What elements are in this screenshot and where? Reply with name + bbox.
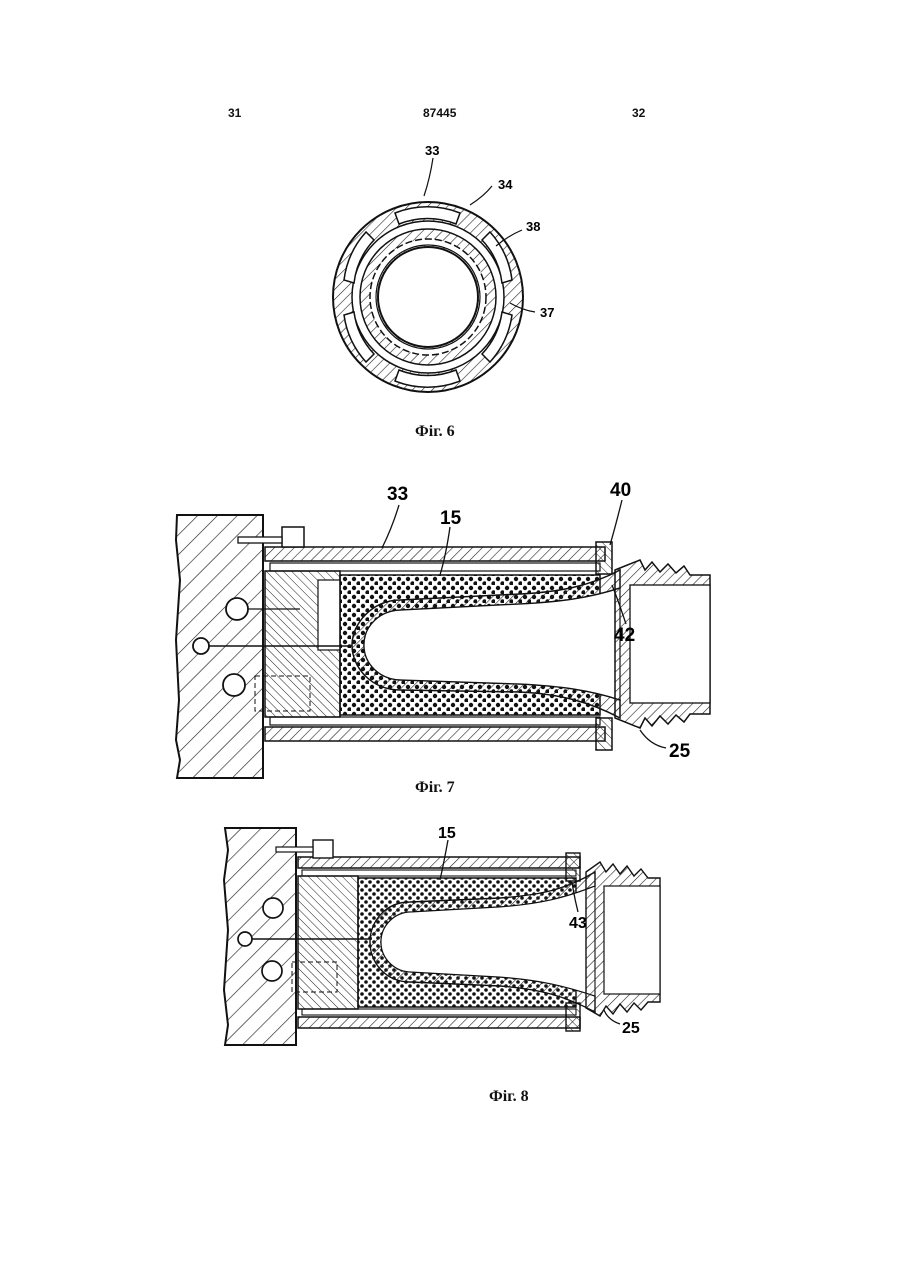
fig6-label-38: 38 — [526, 219, 540, 234]
fig7-label-33: 33 — [387, 484, 408, 505]
figure-7-caption: Фіг. 7 — [415, 779, 455, 797]
figure-6-drawing — [333, 158, 535, 392]
fig6-label-37: 37 — [540, 305, 554, 320]
fig7-label-42: 42 — [614, 625, 635, 646]
figure-8-caption: Фіг. 8 — [489, 1088, 529, 1106]
fig8-label-43: 43 — [569, 915, 587, 932]
fig7-label-15: 15 — [440, 508, 462, 529]
fig8-label-25: 25 — [622, 1020, 640, 1037]
fig7-label-25: 25 — [669, 741, 691, 762]
figure-8-drawing — [224, 828, 660, 1045]
fig8-label-15: 15 — [438, 825, 456, 842]
figure-6-caption: Фіг. 6 — [415, 423, 455, 441]
fig7-label-40: 40 — [610, 480, 631, 501]
fig6-label-33: 33 — [425, 143, 439, 158]
fig6-label-34: 34 — [498, 177, 513, 192]
